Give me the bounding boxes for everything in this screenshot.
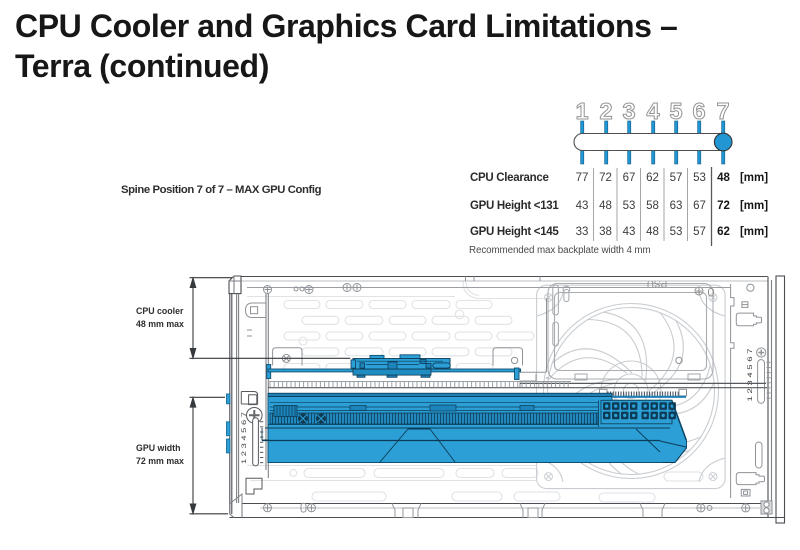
svg-text:4: 4 — [646, 98, 659, 124]
svg-text:3: 3 — [622, 98, 635, 124]
svg-text:5: 5 — [669, 98, 682, 124]
svg-text:1 2 3 4 5 6 7: 1 2 3 4 5 6 7 — [747, 348, 754, 402]
svg-text:6: 6 — [692, 98, 705, 124]
svg-text:2: 2 — [599, 98, 612, 124]
svg-text:1: 1 — [575, 98, 588, 124]
svg-text:1 2 3 4 5 6 7: 1 2 3 4 5 6 7 — [241, 411, 248, 464]
svg-text:PSU: PSU — [647, 277, 668, 288]
svg-text:7: 7 — [716, 98, 729, 124]
